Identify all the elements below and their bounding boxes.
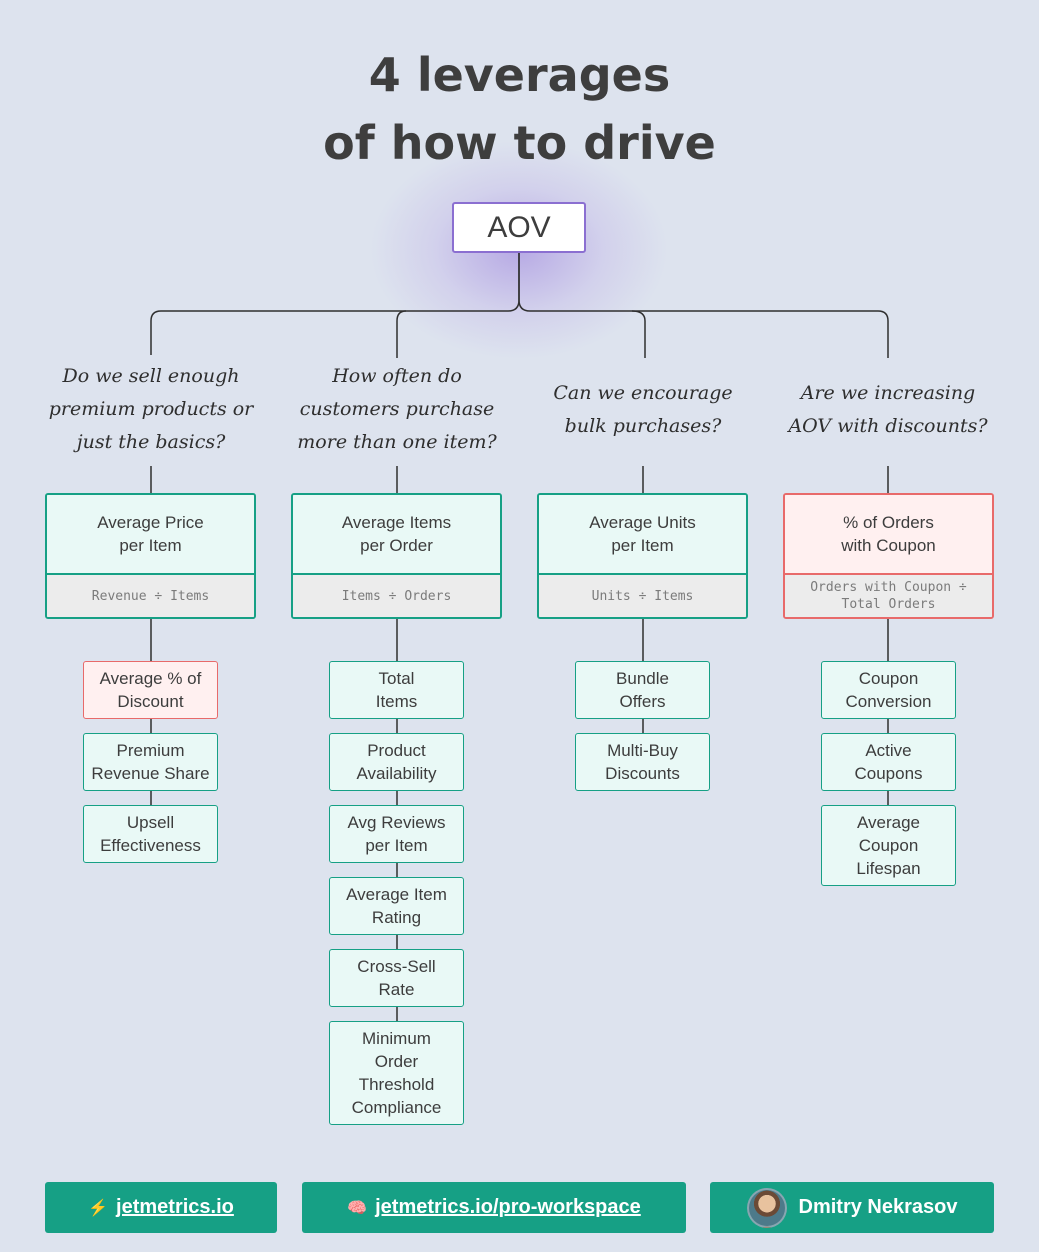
footer-site-link[interactable]: ⚡ jetmetrics.io — [45, 1182, 277, 1233]
footer-author[interactable]: Dmitry Nekrasov — [710, 1182, 994, 1233]
author-name: Dmitry Nekrasov — [798, 1196, 958, 1218]
leaf-minimum-order-threshold-compliance: Minimum Order Threshold Compliance — [329, 1021, 464, 1125]
site-link-label[interactable]: jetmetrics.io — [116, 1196, 234, 1218]
metric-formula: Revenue ÷ Items — [47, 575, 254, 617]
brain-icon: 🧠 — [347, 1199, 368, 1217]
question-branch-4: Are we increasing AOV with discounts? — [788, 382, 988, 437]
question-branch-2: How often do customers purchase more tha… — [297, 365, 497, 453]
lightning-icon: ⚡ — [88, 1199, 109, 1217]
metric-formula: Items ÷ Orders — [293, 575, 500, 617]
avatar — [746, 1187, 787, 1228]
question-branch-3: Can we encourage bulk purchases? — [553, 382, 733, 437]
title-line-1: 4 leverages — [368, 48, 671, 102]
metric-formula: Orders with Coupon ÷Total Orders — [785, 575, 992, 617]
root-node-aov: AOV — [452, 202, 586, 253]
workspace-link-label[interactable]: jetmetrics.io/pro-workspace — [375, 1196, 641, 1218]
question-branch-1: Do we sell enough premium products or ju… — [48, 365, 254, 453]
footer-workspace-link[interactable]: 🧠 jetmetrics.io/pro-workspace — [302, 1182, 686, 1233]
leaf-average-coupon-lifespan: Average Coupon Lifespan — [821, 805, 956, 886]
metric-formula: Units ÷ Items — [539, 575, 746, 617]
title-line-2: of how to drive — [323, 116, 716, 170]
